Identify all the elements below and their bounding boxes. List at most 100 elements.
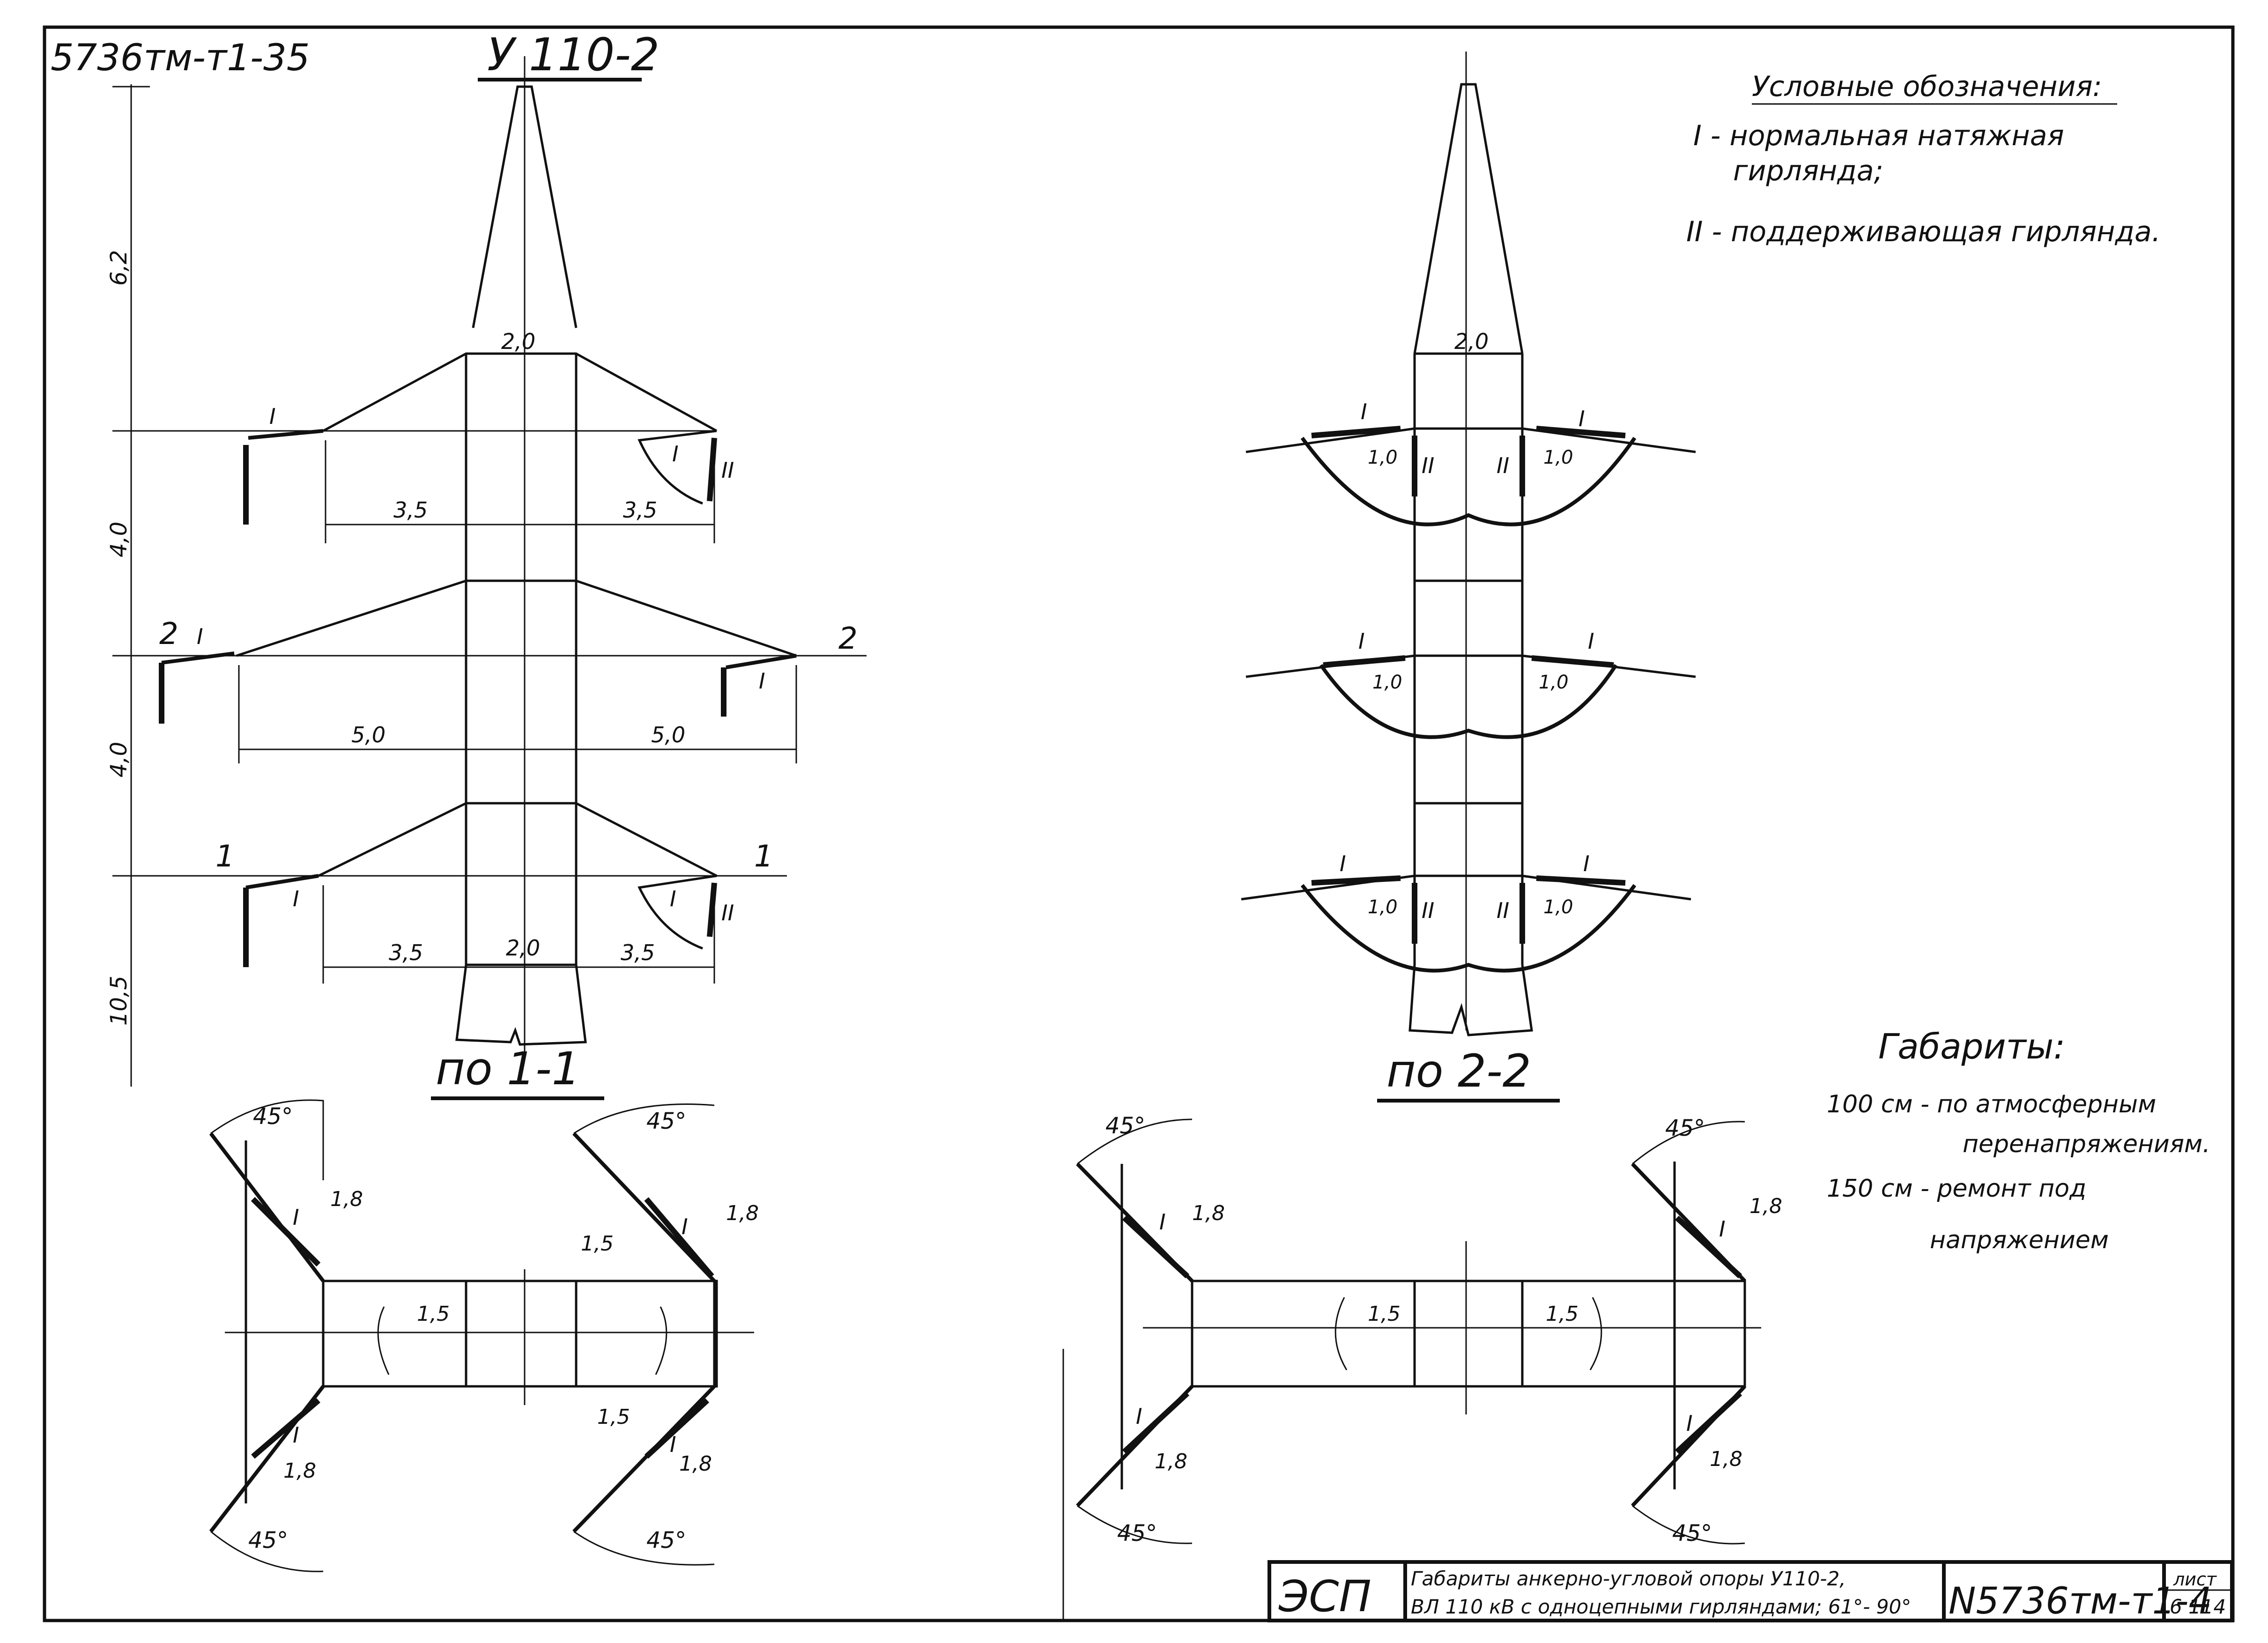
legend-item1-line1: I - нормальная натяжная (1693, 119, 2064, 152)
sec2-dim-br: 1,8 (1710, 1447, 1742, 1471)
upper-right-string-label: I (672, 441, 679, 466)
tower-base (455, 964, 587, 1046)
title-block: ЭСП Габариты анкерно-угловой опоры У110-… (1267, 1560, 2234, 1622)
r-low-l-angle: 1,0 (1368, 896, 1398, 918)
title-block-sheet-label: лист (2173, 1569, 2217, 1590)
title-block-doc-number: N5736тм-т1-4 (1949, 1580, 2212, 1622)
tower-title: У 110-2 (487, 29, 660, 81)
sec2-angle-tr: 45° (1665, 1115, 1705, 1141)
sec2-angle-tl: 45° (1105, 1113, 1145, 1139)
r-up-l-I: I (1361, 399, 1367, 424)
sec1-dim-br: 1,8 (679, 1452, 712, 1476)
sec2-body (1191, 1280, 1746, 1388)
sec1-dim-tr: 1,8 (726, 1201, 759, 1225)
upper-arm-dim-right: 3,5 (623, 497, 657, 523)
doc-number-top: 5736тм-т1-35 (51, 37, 310, 79)
clearances-title: Габариты: (1878, 1027, 2065, 1067)
legend-title: Условные обозначения: (1752, 70, 2102, 103)
section-2-2: по 2-2 45° 45° 45° 45° 1,8 1,8 1,8 1,8 1… (1076, 1045, 1782, 1547)
tower-peak (472, 85, 578, 328)
r-up-r-II: II (1497, 453, 1509, 478)
low-section-mark-right: 1 (754, 839, 773, 874)
sec2-I-tr: I (1719, 1216, 1726, 1242)
low-section-mark-left: 1 (215, 839, 235, 874)
sec1-rad-tr: 1,5 (581, 1232, 614, 1256)
middle-arm (236, 579, 797, 657)
r-low-r-I: I (1583, 851, 1590, 876)
sec1-I-br: I (670, 1432, 676, 1457)
sec1-I-bl: I (293, 1422, 299, 1448)
clearances-line1a: 100 см - по атмосферным (1827, 1090, 2156, 1118)
upper-arm (322, 352, 718, 432)
lower-arm (318, 802, 718, 877)
right-lower-arc (1300, 884, 1637, 973)
sec2-rad-r: 1,5 (1546, 1302, 1579, 1326)
right-upper-arc (1300, 437, 1637, 526)
sec2-dim-bl: 1,8 (1155, 1450, 1187, 1473)
upper-right-swing (637, 429, 717, 505)
sec1-rad-c: 1,5 (417, 1302, 450, 1326)
right-top-width-dim: 2,0 (1454, 329, 1489, 354)
sec2-dim-tr: 1,8 (1749, 1194, 1782, 1218)
right-middle-arc (1319, 664, 1618, 739)
sec2-angle-br: 45° (1672, 1520, 1712, 1547)
low-right-string-label: I (670, 886, 676, 911)
r-up-r-angle: 1,0 (1543, 447, 1573, 468)
r-up-l-II: II (1422, 453, 1434, 478)
legend: Условные обозначения: I - нормальная нат… (1686, 70, 2161, 248)
left-elevation: 6,2 4,0 4,0 10,5 2,0 2,0 I I II 3,5 3,5 (106, 56, 867, 1087)
sec2-I-tl: I (1159, 1209, 1166, 1235)
r-low-r-II: II (1497, 898, 1509, 923)
sheet-frame (43, 25, 2235, 1622)
right-tower-peak (1413, 83, 1524, 354)
height-dim-4: 10,5 (106, 976, 132, 1026)
base-width-dim: 2,0 (506, 935, 540, 961)
sec1-dim-tl: 1,8 (330, 1187, 363, 1211)
title-block-sheet-number: 6 114 (2170, 1595, 2226, 1618)
lower-right-swing (637, 874, 717, 950)
height-dim-1: 6,2 (106, 250, 132, 286)
upper-right-support-label: II (721, 458, 734, 483)
top-width-dim: 2,0 (501, 329, 535, 354)
section-1-1: по 1-1 45° 45° 45° 45° 1,8 1,8 1,8 1,8 1… (209, 1043, 759, 1572)
r-mid-r-I: I (1588, 629, 1594, 654)
sec1-dim-bl: 1,8 (283, 1459, 316, 1483)
title-block-desc-2: ВЛ 110 кВ с одноцепными гирляндами; 61°-… (1411, 1595, 1911, 1618)
sec1-I-tl: I (293, 1205, 299, 1230)
clearances-line2a: 150 см - ремонт под (1827, 1175, 2086, 1203)
sec1-angle-bl: 45° (248, 1527, 288, 1554)
sec1-rad-br: 1,5 (597, 1405, 630, 1429)
sec1-angle-tl: 45° (253, 1103, 293, 1130)
low-right-support-label: II (721, 900, 734, 925)
section-1-1-label: по 1-1 (436, 1043, 580, 1095)
clearances: Габариты: 100 см - по атмосферным перена… (1827, 1027, 2210, 1254)
upper-arm-dim-left: 3,5 (393, 497, 428, 523)
section-2-2-label: по 2-2 (1386, 1045, 1531, 1097)
r-mid-l-I: I (1358, 629, 1365, 654)
sec1-angle-tr: 45° (646, 1108, 686, 1134)
lower-arm-dim-right: 3,5 (621, 940, 655, 965)
r-up-r-I: I (1579, 406, 1585, 431)
sec2-dim-tl: 1,8 (1192, 1201, 1225, 1225)
upper-left-string-label: I (269, 404, 276, 429)
title-block-org: ЭСП (1278, 1571, 1371, 1621)
sec1-I-tr: I (682, 1214, 688, 1239)
title-block-desc-1: Габариты анкерно-угловой опоры У110-2, (1411, 1567, 1846, 1590)
r-low-l-I: I (1340, 851, 1346, 876)
height-dim-3: 4,0 (106, 742, 132, 777)
mid-section-mark-right: 2 (838, 622, 858, 656)
middle-arm-dim-right: 5,0 (651, 722, 685, 747)
lower-arm-dim-left: 3,5 (389, 940, 423, 965)
r-low-r-angle: 1,0 (1543, 896, 1573, 918)
height-dim-2: 4,0 (106, 522, 132, 557)
sec1-angle-br: 45° (646, 1527, 686, 1554)
r-mid-r-angle: 1,0 (1539, 672, 1569, 693)
middle-arm-dim-left: 5,0 (351, 722, 385, 747)
r-low-l-II: II (1422, 898, 1434, 923)
mid-right-string-label: I (759, 668, 765, 694)
sec2-rad-l: 1,5 (1368, 1302, 1401, 1326)
sec2-I-br: I (1686, 1411, 1693, 1436)
legend-item2: II - поддерживающая гирлянда. (1686, 215, 2161, 248)
title-block-frame (1267, 1560, 2234, 1622)
